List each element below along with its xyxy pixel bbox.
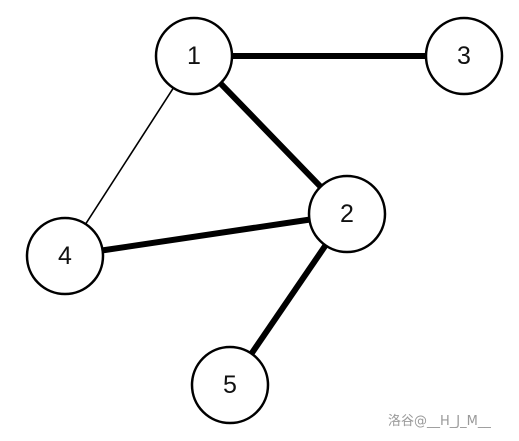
- edge-1-2: [218, 81, 323, 189]
- node-circle-2: [307, 174, 387, 254]
- node-1: 1: [154, 16, 234, 96]
- nodes-layer: 1 2 3 4 5: [25, 16, 504, 425]
- node-circle-5: [190, 345, 270, 425]
- node-label-5: 5: [223, 371, 237, 399]
- node-4: 4: [25, 216, 105, 296]
- node-label-1: 1: [187, 42, 201, 70]
- edge-2-5: [248, 243, 329, 356]
- edge-1-4: [84, 87, 175, 225]
- node-5: 5: [190, 345, 270, 425]
- node-circle-4: [25, 216, 105, 296]
- watermark-text: 洛谷@__H_J_M__: [388, 414, 491, 429]
- edge-4-2: [102, 216, 310, 254]
- node-circle-3: [424, 16, 504, 96]
- node-3: 3: [424, 16, 504, 96]
- node-label-2: 2: [340, 200, 354, 228]
- node-2: 2: [307, 174, 387, 254]
- node-label-4: 4: [58, 242, 72, 270]
- edges-layer: [84, 53, 426, 356]
- node-label-3: 3: [457, 42, 471, 70]
- node-circle-1: [154, 16, 234, 96]
